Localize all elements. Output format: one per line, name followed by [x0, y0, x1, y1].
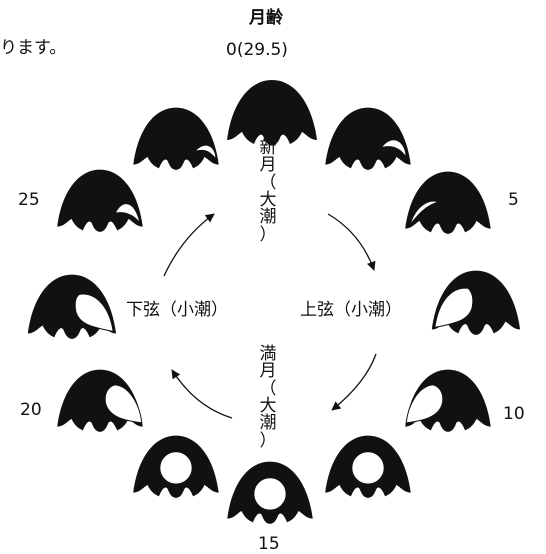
moon-age-20-shape: [57, 369, 143, 432]
moon-crescent-upper-right: [325, 107, 411, 170]
full-moon-char: （: [259, 378, 277, 399]
moon-last-quarter-shape: [27, 274, 117, 339]
last-quarter-label: 下弦（小潮）: [126, 300, 228, 320]
moon-gibbous-lower-right: [325, 435, 411, 498]
moon-crescent-upper-left: [133, 107, 219, 170]
moon-first-quarter-shape: [431, 270, 521, 335]
age-15-label: 15: [258, 534, 280, 554]
full-moon-char: 大: [259, 395, 277, 416]
moon-age-5-shape: [405, 171, 491, 234]
full-moon-char: 満: [259, 344, 277, 364]
arrow-first-quarter-to-full: [331, 353, 377, 411]
age-10-label: 10: [503, 404, 525, 424]
new-moon-char: 大: [259, 189, 277, 210]
intro-text-fragment: ります。: [0, 38, 67, 58]
first-quarter-label: 上弦（小潮）: [300, 300, 402, 320]
full-moon-char: 潮: [259, 413, 277, 434]
new-moon-char: （: [259, 172, 277, 193]
new-moon-vertical-label: 新 月 （ 大 潮 ）: [258, 138, 278, 245]
moon-age-title: 月齢: [249, 8, 283, 28]
new-moon-char: 潮: [259, 207, 277, 228]
arrow-last-quarter-to-new: [163, 213, 215, 277]
moon-age-10-shape: [405, 369, 491, 432]
moon-age-25-shape: [57, 169, 143, 232]
new-moon-char: 月: [259, 155, 277, 176]
full-moon-char: ）: [259, 430, 277, 451]
arrow-new-to-first-quarter: [327, 213, 376, 271]
moon-gibbous-lower-left: [133, 435, 219, 498]
moon-age-15-shape: [227, 461, 313, 524]
age-25-label: 25: [18, 190, 40, 210]
full-moon-vertical-label: 満 月 （ 大 潮 ）: [258, 344, 278, 451]
moon-age-0-shape: [227, 80, 317, 146]
age-20-label: 20: [20, 400, 42, 420]
moon-age-zero-label: 0(29.5): [226, 40, 288, 60]
arrow-full-to-last-quarter: [171, 369, 233, 419]
age-5-label: 5: [508, 190, 519, 210]
full-moon-char: 月: [259, 361, 277, 382]
new-moon-char: ）: [259, 224, 277, 245]
new-moon-char: 新: [259, 138, 277, 158]
